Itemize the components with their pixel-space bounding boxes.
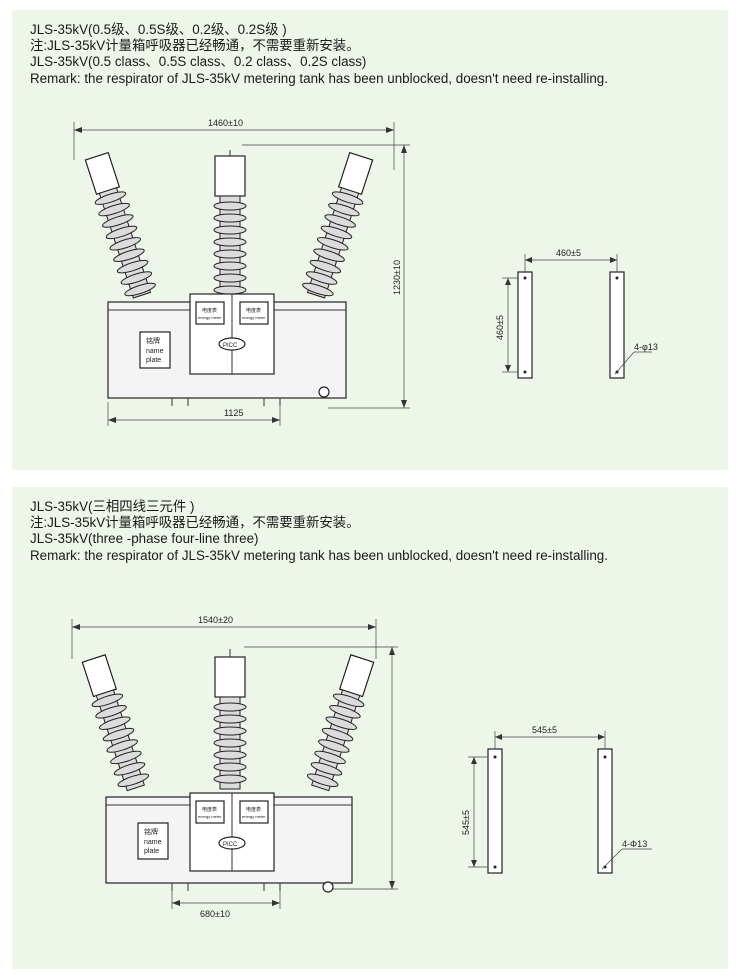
dim-overall-width: 1460±10: [73, 118, 395, 170]
dim-holes-label: 4-φ13: [634, 342, 658, 352]
dim-base-width-label: 1125: [224, 408, 243, 418]
meter-window-left-2: [195, 800, 225, 824]
meter-right-cn: 电度表: [246, 307, 261, 314]
left-insulator-2: [81, 654, 150, 792]
dim-mount-height-2-label: 545±5: [461, 810, 471, 835]
dim-mount-height-label: 460±5: [495, 315, 505, 340]
panel-1-title: JLS-35kV(0.5级、0.5S级、0.2级、0.2S级 ): [30, 22, 287, 37]
breather-icon: [318, 386, 330, 398]
dim-mount-width-2-label: 545±5: [532, 725, 557, 735]
mount-bar-left-2: [487, 748, 503, 874]
dim-overall-height-2: [244, 646, 398, 890]
panel-1-remark-en: Remark: the respirator of JLS-35kV meter…: [30, 70, 608, 86]
drawing-panel-1: JLS-35kV(0.5级、0.5S级、0.2级、0.2S级 ) 注:JLS-3…: [12, 10, 728, 470]
meter-window-right: [239, 301, 269, 325]
dim-holes-2-label: 4-Φ13: [622, 839, 647, 849]
meter-left-2-cn: 电度表: [202, 806, 217, 813]
brand-badge-2: [218, 836, 246, 850]
center-insulator-2: [213, 649, 247, 790]
panel-2-drawing: 1540±20: [71, 615, 652, 919]
dim-overall-width-2: 1540±20: [71, 615, 377, 659]
name-plate-2-cn: 铭牌: [144, 827, 158, 836]
left-insulator: [84, 151, 156, 299]
name-plate-en2: plate: [146, 357, 161, 364]
mount-bar-right: [609, 271, 625, 379]
brand-badge: [218, 337, 246, 351]
meter-window-left: [195, 301, 225, 325]
panel-1-header: JLS-35kV(0.5级、0.5S级、0.2级、0.2S级 ) 注:JLS-3…: [30, 22, 608, 87]
dim-overall-height: 1230±10: [242, 144, 410, 409]
mount-bracket-plan: 460±5 460±5 4-φ13: [495, 248, 658, 379]
meter-right-en: energy meter: [242, 315, 266, 320]
brand-label-2: PICC: [223, 842, 238, 848]
meter-left-2-en: energy meter: [198, 814, 222, 819]
right-insulator: [302, 151, 374, 299]
right-insulator-2: [306, 654, 375, 792]
name-plate-en1: name: [146, 348, 164, 355]
panel-2-remark-en: Remark: the respirator of JLS-35kV meter…: [30, 547, 608, 563]
dim-overall-height-label: 1230±10: [392, 260, 402, 295]
dim-base-width: 1125: [107, 402, 281, 426]
meter-right-2-cn: 电度表: [246, 806, 261, 813]
panel-1-note-cn: 注:JLS-35kV计量箱呼吸器已经畅通，不需要重新安装。: [30, 38, 360, 54]
panel-2-note-cn: 注:JLS-35kV计量箱呼吸器已经畅通，不需要重新安装。: [30, 515, 360, 531]
meter-left-cn: 电度表: [202, 307, 217, 314]
meter-window-right-2: [239, 800, 269, 824]
name-plate-cn: 铭牌: [146, 336, 160, 345]
dim-base-width-2-label: 680±10: [200, 909, 230, 919]
meter-left-en: energy meter: [198, 315, 222, 320]
center-insulator: [213, 150, 247, 297]
panel-1-drawing: 1460±10 1230±10: [73, 118, 658, 426]
mount-bar-right-2: [597, 748, 613, 874]
breather-icon-2: [322, 881, 334, 893]
drawing-panel-2: JLS-35kV(三相四线三元件 ) 注:JLS-35kV计量箱呼吸器已经畅通，…: [12, 487, 728, 969]
dim-overall-width-2-label: 1540±20: [198, 615, 233, 625]
panel-1-title-en: JLS-35kV(0.5 class、0.5S class、0.2 class、…: [30, 54, 367, 70]
meter-right-2-en: energy meter: [242, 814, 266, 819]
dim-overall-width-label: 1460±10: [208, 118, 243, 128]
name-plate: [139, 331, 171, 369]
dim-base-width-2: 680±10: [171, 891, 281, 919]
panel-2-title: JLS-35kV(三相四线三元件 ): [30, 499, 195, 514]
name-plate-2-en2: plate: [144, 848, 159, 855]
panel-2-title-en: JLS-35kV(three -phase four-line three): [30, 531, 259, 547]
name-plate-2: [137, 822, 169, 860]
mount-bracket-plan-2: 545±5 545±5 4-Φ13: [461, 725, 652, 874]
panel-2-header: JLS-35kV(三相四线三元件 ) 注:JLS-35kV计量箱呼吸器已经畅通，…: [30, 499, 608, 564]
name-plate-2-en1: name: [144, 839, 162, 846]
brand-label: PICC: [223, 343, 238, 349]
mount-bar-left: [517, 271, 533, 379]
dim-mount-width-label: 460±5: [556, 248, 581, 258]
